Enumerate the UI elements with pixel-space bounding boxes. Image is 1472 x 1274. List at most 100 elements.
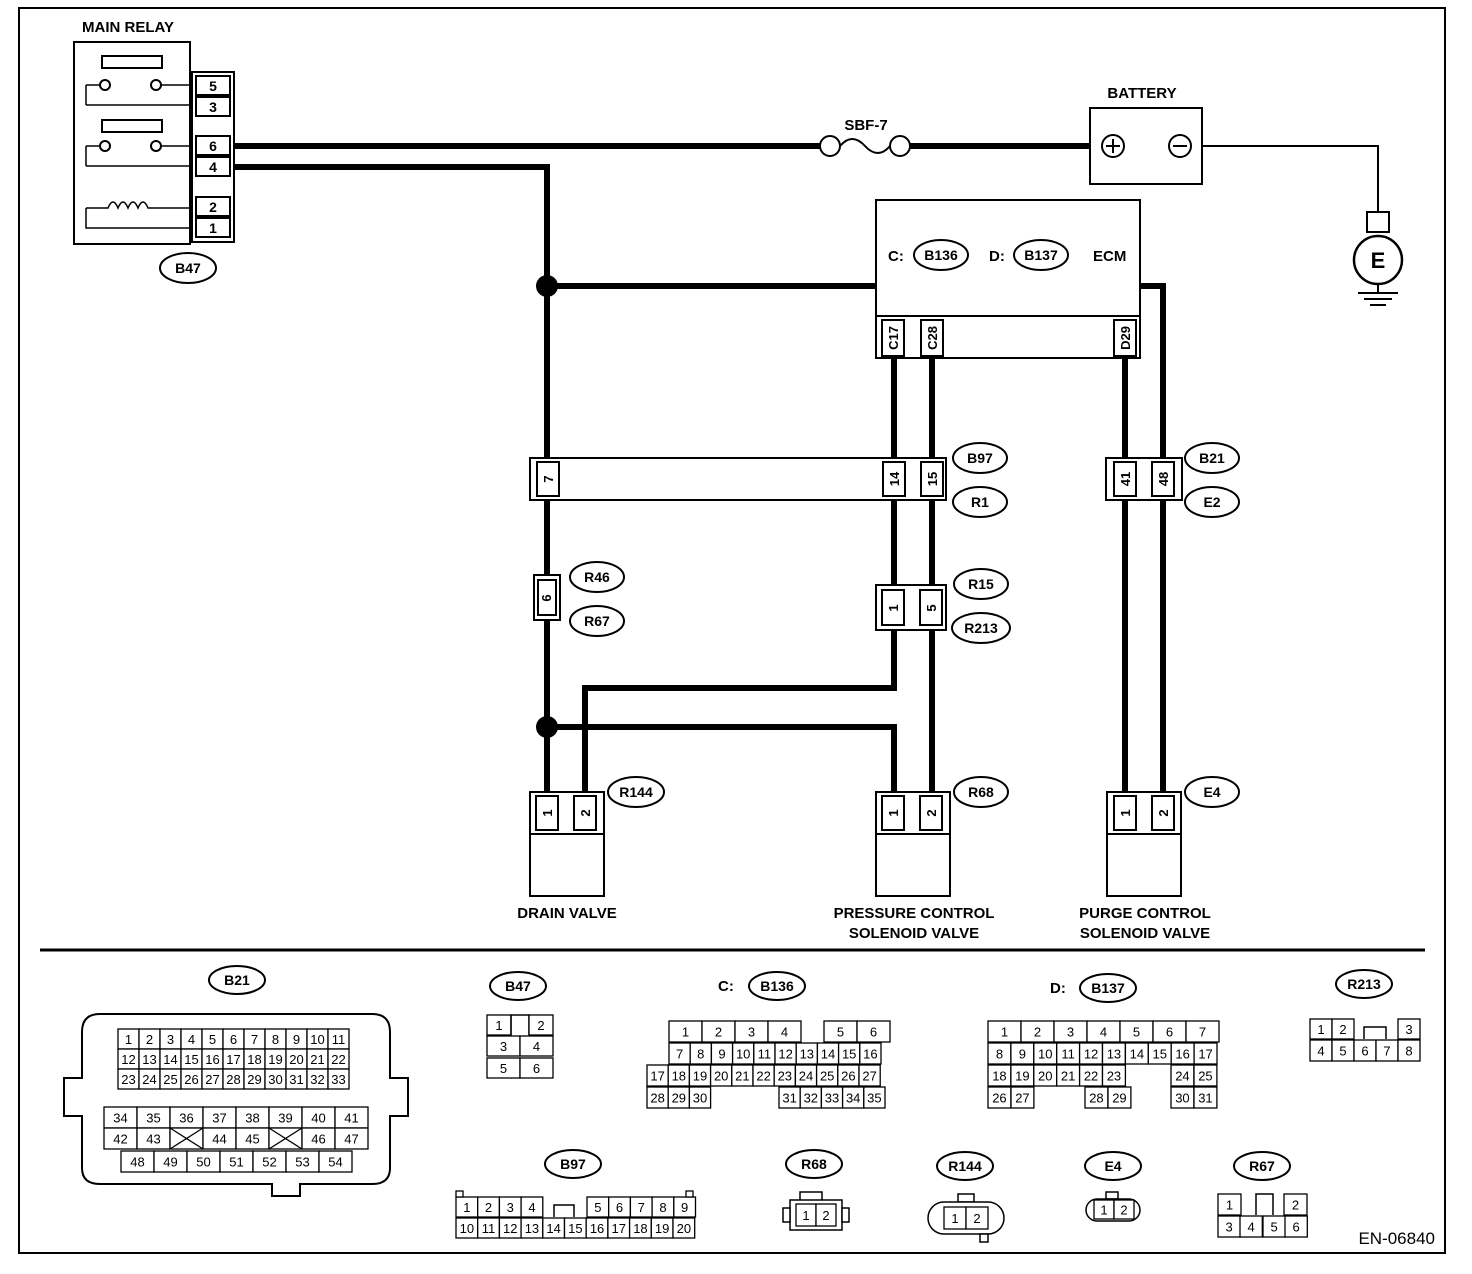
connector-pin-number: 7 (1383, 1044, 1390, 1059)
connector-pin-number: 15 (1153, 1047, 1167, 1062)
connector-pin-number: 5 (1339, 1044, 1346, 1059)
connector-pin-number: 4 (1317, 1044, 1324, 1059)
connector-pin-number: 18 (247, 1052, 261, 1067)
drain-valve-label: DRAIN VALVE (517, 905, 616, 922)
connector-pin-number: 2 (1292, 1198, 1299, 1213)
connector-pin-number: 16 (590, 1221, 604, 1236)
connector-pin-number: 4 (188, 1032, 195, 1047)
connector-pin-number: 6 (1166, 1025, 1173, 1040)
connector-tag-r68: R68 (968, 784, 994, 800)
connector-pin-number: 4 (781, 1025, 788, 1040)
connector-view-title-e4: E4 (1084, 1151, 1142, 1181)
connector-pin-number: 6 (616, 1200, 623, 1215)
connector-pin-number: 2 (537, 1018, 544, 1033)
relay-pin: 4 (209, 159, 217, 175)
connector-pin-number: 23 (778, 1069, 792, 1084)
connector-pin-number: 11 (332, 1032, 346, 1047)
connector-pin-number: 3 (507, 1200, 514, 1215)
connector-pin-number: 22 (331, 1052, 345, 1067)
connector-pin-number: 41 (344, 1111, 358, 1126)
connector-pin-number: 12 (121, 1052, 135, 1067)
connector-pin-number: 15 (842, 1047, 856, 1062)
main-relay: MAIN RELAY 5 3 6 4 2 1 B47 (73, 19, 235, 284)
connector-pin-number: 50 (196, 1155, 210, 1170)
connector-pin-number: 11 (1061, 1047, 1075, 1062)
connector-pin-number: 9 (718, 1047, 725, 1062)
ecm-d-prefix: D: (989, 248, 1005, 265)
connector-pin-number: 20 (1038, 1069, 1052, 1084)
drain-valve: 1 2 R144 DRAIN VALVE (517, 776, 665, 922)
connector-pin-number: 2 (485, 1200, 492, 1215)
connector-pin-number: 16 (863, 1047, 877, 1062)
connector-tag-b137: B137 (1024, 247, 1058, 263)
connector-pin-number: 21 (735, 1069, 749, 1084)
connector-view-title-b47: B47 (489, 971, 547, 1001)
connector-view-title: E4 (1104, 1158, 1121, 1174)
connector-pin-number: 15 (568, 1221, 582, 1236)
r68-pin: 2 (924, 809, 939, 816)
pressure-valve-label-1: PRESSURE CONTROL (834, 905, 995, 922)
connector-pin-number: 5 (1133, 1025, 1140, 1040)
connector-view-title: B97 (560, 1156, 586, 1172)
connector-view-title: R213 (1347, 976, 1381, 992)
connector-pin-number: 11 (758, 1047, 772, 1062)
connector-pin-number: 17 (226, 1052, 240, 1067)
connector-pin-number: 22 (1084, 1069, 1098, 1084)
connector-pin-number: 26 (841, 1069, 855, 1084)
ecm-c-prefix: C: (888, 248, 904, 265)
connector-pin-number: 28 (1089, 1091, 1103, 1106)
connector-pin-number: 24 (142, 1072, 156, 1087)
r15-pin: 5 (924, 604, 939, 611)
purge-control-valve: 1 2 E4 PURGE CONTROL SOLENOID VALVE (1079, 776, 1240, 942)
connector-tag-b136: B136 (924, 247, 958, 263)
connector-tag-r144: R144 (619, 784, 653, 800)
connector-pin-number: 4 (528, 1200, 535, 1215)
connector-pin-number: 2 (146, 1032, 153, 1047)
connector-pin-number: 51 (229, 1155, 243, 1170)
connector-pin-number: 23 (1107, 1069, 1121, 1084)
wires (234, 143, 1379, 792)
connector-pin-number: 20 (677, 1221, 691, 1236)
connector-pin-number: 1 (802, 1208, 809, 1223)
connector-pin-number: 31 (289, 1072, 303, 1087)
connector-view-title-r67: R67 (1233, 1151, 1291, 1181)
connector-view-prefix: C: (718, 978, 734, 995)
connector-b97-r1: 7 14 15 B97 R1 (529, 442, 1008, 518)
connector-view-title-r144: R144 (936, 1151, 994, 1181)
connector-pin-number: 7 (638, 1200, 645, 1215)
connector-pin-number: 7 (676, 1047, 683, 1062)
r68-pin: 1 (886, 809, 901, 816)
b21-pin: 48 (1156, 472, 1171, 486)
connector-pin-number: 21 (310, 1052, 324, 1067)
connector-pin-number: 2 (715, 1025, 722, 1040)
connector-pin-number: 3 (500, 1039, 507, 1054)
connector-pin-number: 31 (1198, 1091, 1212, 1106)
r46-pin: 6 (539, 594, 554, 601)
purge-valve-label-1: PURGE CONTROL (1079, 905, 1211, 922)
connector-pin-number: 33 (825, 1091, 839, 1106)
connector-tag-r67: R67 (584, 613, 610, 629)
connector-pin-number: 16 (1175, 1047, 1189, 1062)
connector-pin-number: 39 (278, 1111, 292, 1126)
connector-pin-number: 4 (1248, 1220, 1255, 1235)
connector-tag-b21: B21 (1199, 450, 1225, 466)
b97-pin: 14 (887, 471, 902, 486)
connector-pin-number: 17 (1198, 1047, 1212, 1062)
connector-pin-number: 20 (714, 1069, 728, 1084)
connector-pin-number: 26 (184, 1072, 198, 1087)
connector-pin-number: 1 (1001, 1025, 1008, 1040)
connector-pin-number: 25 (163, 1072, 177, 1087)
connector-pin-number: 33 (331, 1072, 345, 1087)
e4-pin: 1 (1118, 809, 1133, 816)
connector-pin-number: 6 (1293, 1220, 1300, 1235)
connector-pin-number: 10 (736, 1047, 750, 1062)
connector-pin-number: 27 (862, 1069, 876, 1084)
connector-pin-number: 2 (1120, 1203, 1127, 1218)
connector-pin-number: 26 (992, 1091, 1006, 1106)
relay-pin: 5 (209, 78, 217, 94)
connector-pin-number: 8 (272, 1032, 279, 1047)
